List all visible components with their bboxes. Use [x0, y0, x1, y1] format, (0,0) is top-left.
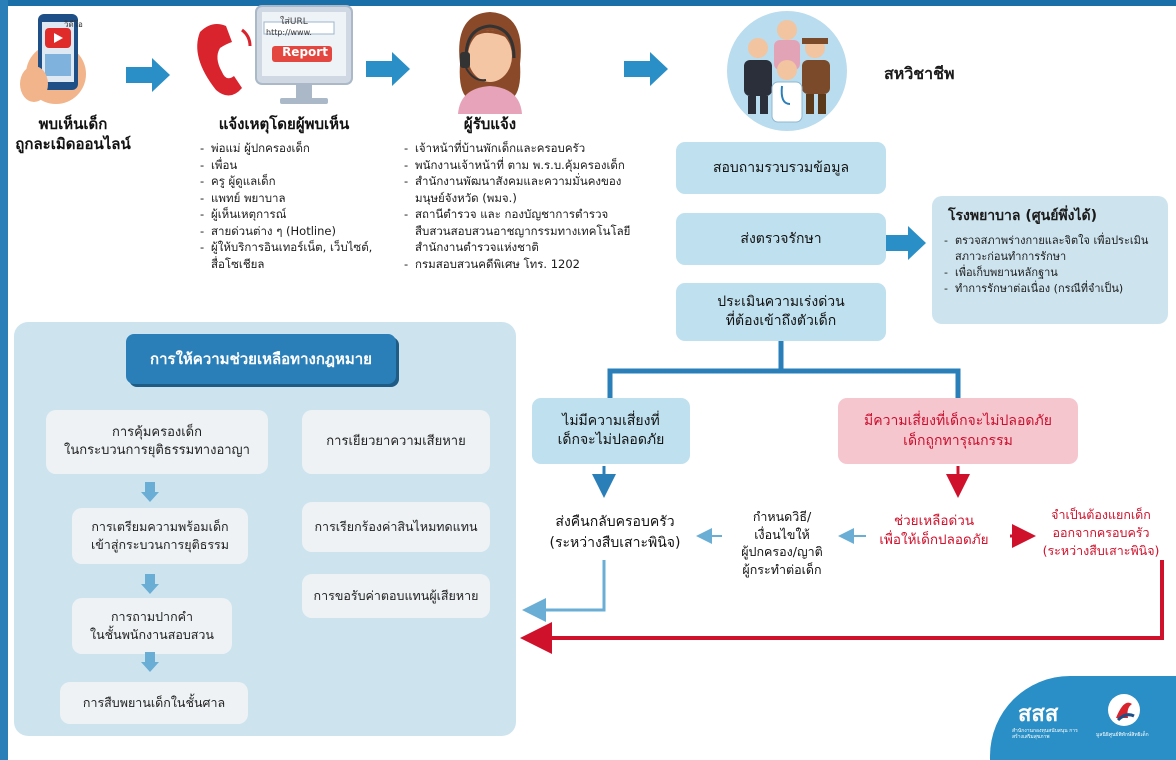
foundation-caption: มูลนิธิศูนย์พิทักษ์สิทธิเด็ก [1096, 732, 1149, 738]
phone-caption: วิดีโอ [64, 20, 83, 29]
foundation-logo-icon [1108, 694, 1140, 726]
legal-steps-arrows [141, 482, 159, 672]
list-item: พนักงานเจ้าหน้าที่ ตาม พ.ร.บ.คุ้มครองเด็… [404, 157, 640, 174]
sss-logo: สสส [1018, 702, 1059, 727]
compensation-claim-box: การเรียกร้องค่าสินไหมทดแทน [302, 502, 490, 552]
list-item: พ่อแม่ ผู้ปกครองเด็ก [200, 140, 378, 157]
list-item: เพื่อน [200, 157, 378, 174]
step4-title: สหวิชาชีพ [884, 64, 955, 83]
monitor-report-button: Report [282, 45, 328, 59]
list-item: สถานีตำรวจ และ กองบัญชาการตำรวจสืบสวนสอบ… [404, 206, 640, 256]
hospital-list: ตรวจสภาพร่างกายและจิตใจ เพื่อประเมินสภาว… [944, 233, 1158, 297]
court-witness-box: การสืบพยานเด็กในชั้นศาล [60, 682, 248, 724]
phone-report-monitor-icon [186, 2, 362, 114]
send-treatment-step: ส่งตรวจรักษา [676, 213, 886, 265]
legal-assistance-header: การให้ความช่วยเหลือทางกฎหมาย [126, 334, 396, 384]
risk-box: มีความเสี่ยงที่เด็กจะไม่ปลอดภัย เด็กถูกท… [838, 398, 1078, 464]
list-item: ทำการรักษาต่อเนื่อง (กรณีที่จำเป็น) [944, 281, 1158, 297]
list-item: ครู ผู้ดูแลเด็ก [200, 173, 378, 190]
step3-title: ผู้รับแจ้ง [463, 115, 517, 133]
multidisciplinary-team-icon [722, 8, 852, 134]
list-item: แพทย์ พยาบาล [200, 190, 378, 207]
woman-headset-icon [440, 4, 540, 114]
top-flow-arrows [126, 52, 926, 260]
separate-child-text: จำเป็นต้องแยกเด็ก ออกจากครอบครัว (ระหว่า… [1042, 507, 1160, 558]
urgent-help-text: ช่วยเหลือด่วน เพื่อให้เด็กปลอดภัย [879, 513, 989, 548]
list-item: สำนักงานพัฒนาสังคมและความมั่นคงของมนุษย์… [404, 173, 640, 206]
sss-caption: สำนักงานกองทุนสนับสนุน การสร้างเสริมสุขภ… [1012, 728, 1078, 740]
no-risk-box: ไม่มีความเสี่ยงที่ เด็กจะไม่ปลอดภัย [532, 398, 690, 464]
prepare-child-box: การเตรียมความพร้อมเด็ก เข้าสู่กระบวนการย… [72, 508, 248, 564]
left-border [0, 0, 8, 760]
interview-box: การถามปากคำ ในชั้นพนักงานสอบสวน [72, 598, 232, 654]
conditions-text: กำหนดวิธี/ เงื่อนไขให้ ผู้ปกครอง/ญาติ ผู… [741, 509, 823, 577]
receiver-list: เจ้าหน้าที่บ้านพักเด็กและครอบครัว พนักงา… [404, 140, 640, 272]
smartphone-video-icon [16, 8, 98, 108]
list-item: เพื่อเก็บพยานหลักฐาน [944, 265, 1158, 281]
hospital-box: โรงพยาบาล (ศูนย์พึ่งได้) ตรวจสภาพร่างกาย… [932, 196, 1168, 324]
remedy-box: การเยียวยาความเสียหาย [302, 410, 490, 474]
return-family-text: ส่งคืนกลับครอบครัว (ระหว่างสืบเสาะพินิจ) [549, 514, 681, 551]
top-band [0, 0, 1176, 6]
step1-title: พบเห็นเด็ก ถูกละเมิดออนไลน์ [15, 115, 131, 153]
collect-info-step: สอบถามรวบรวมข้อมูล [676, 142, 886, 194]
hospital-title: โรงพยาบาล (ศูนย์พึ่งได้) [948, 208, 1098, 224]
step2-title: แจ้งเหตุโดยผู้พบเห็น [218, 115, 350, 133]
list-item: เจ้าหน้าที่บ้านพักเด็กและครอบครัว [404, 140, 640, 157]
list-item: ตรวจสภาพร่างกายและจิตใจ เพื่อประเมินสภาว… [944, 233, 1158, 265]
list-item: ผู้เห็นเหตุการณ์ [200, 206, 378, 223]
reporter-list: พ่อแม่ ผู้ปกครองเด็ก เพื่อน ครู ผู้ดูแลเ… [200, 140, 378, 272]
monitor-www-text: http://www. [266, 28, 312, 37]
criminal-protection-box: การคุ้มครองเด็ก ในกระบวนการยุติธรรมทางอา… [46, 410, 268, 474]
assess-urgency-step: ประเมินความเร่งด่วน ที่ต้องเข้าถึงตัวเด็… [676, 283, 886, 341]
list-item: สายด่วนต่าง ๆ (Hotline) [200, 223, 378, 240]
list-item: กรมสอบสวนคดีพิเศษ โทร. 1202 [404, 256, 640, 273]
monitor-url-text: ใส่URL [280, 17, 308, 27]
victim-compensation-box: การขอรับค่าตอบแทนผู้เสียหาย [302, 574, 490, 618]
list-item: ผู้ให้บริการอินเทอร์เน็ต, เว็บไซต์, สื่อ… [200, 239, 378, 272]
